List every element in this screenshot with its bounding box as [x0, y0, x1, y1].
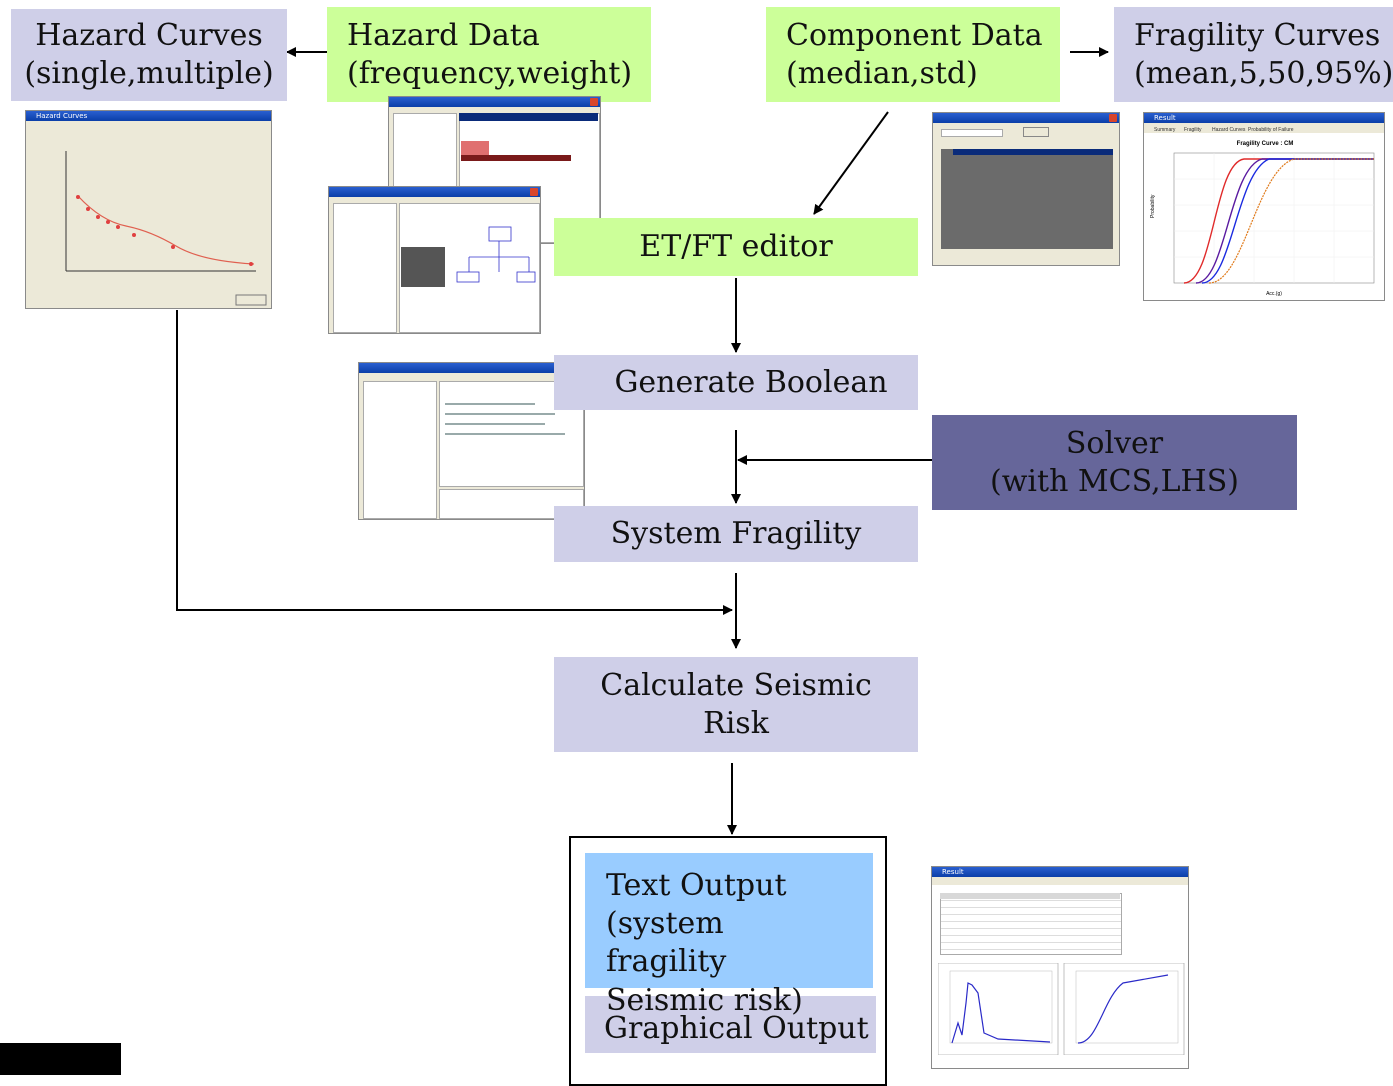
tab-label: Probability of Failure — [1248, 127, 1294, 133]
fragility-curves-box: Fragility Curves (mean,5,50,95%) — [1114, 7, 1393, 102]
hazard-data-box: Hazard Data (frequency,weight) — [327, 7, 651, 102]
fragility-screenshot: Result Summary Fragility Hazard Curves P… — [1143, 112, 1385, 301]
fragility-plot: Summary Fragility Hazard Curves Probabil… — [1144, 123, 1384, 297]
fragility-ylabel: Probability — [1150, 194, 1156, 218]
tab-label: Hazard Curves — [1212, 127, 1246, 133]
output-screenshot: Result — [931, 866, 1189, 1069]
hazard-plot — [65, 151, 267, 306]
graphical-output-label: Graphical Output — [604, 1011, 869, 1046]
calculate-risk-box: Calculate Seismic Risk — [554, 657, 918, 752]
etft-editor-box: ET/FT editor — [554, 218, 918, 276]
seismic-risk-label: Seismic risk) — [606, 983, 803, 1018]
arrow-component-to-etft — [813, 111, 889, 215]
window-title: Hazard Curves — [26, 111, 271, 121]
tab-label: Fragility — [1184, 127, 1202, 133]
window-title: Result — [932, 867, 1188, 877]
graphical-output-box — [585, 996, 876, 1053]
etft-screenshot-front — [328, 186, 541, 334]
hazard-curves-screenshot: Hazard Curves — [25, 110, 272, 309]
component-data-screenshot — [932, 112, 1120, 266]
window-title: Result — [1144, 113, 1384, 123]
text-output-box: Text Output (system fragility — [585, 853, 873, 988]
fragility-xlabel: Acc.(g) — [1266, 291, 1282, 297]
solver-box: Solver (with MCS,LHS) — [932, 415, 1297, 510]
tab-label: Summary — [1154, 127, 1176, 133]
fragility-chart-title: Fragility Curve : CM — [1237, 141, 1294, 147]
generate-boolean-box: Generate Boolean — [554, 355, 918, 410]
black-bar — [0, 1043, 121, 1075]
arrow-hazard-to-risk — [176, 310, 733, 615]
component-data-box: Component Data (median,std) — [766, 7, 1060, 102]
boolean-screenshot — [358, 362, 585, 520]
hazard-curves-box: Hazard Curves (single,multiple) — [11, 9, 287, 101]
system-fragility-box: System Fragility — [554, 506, 918, 562]
